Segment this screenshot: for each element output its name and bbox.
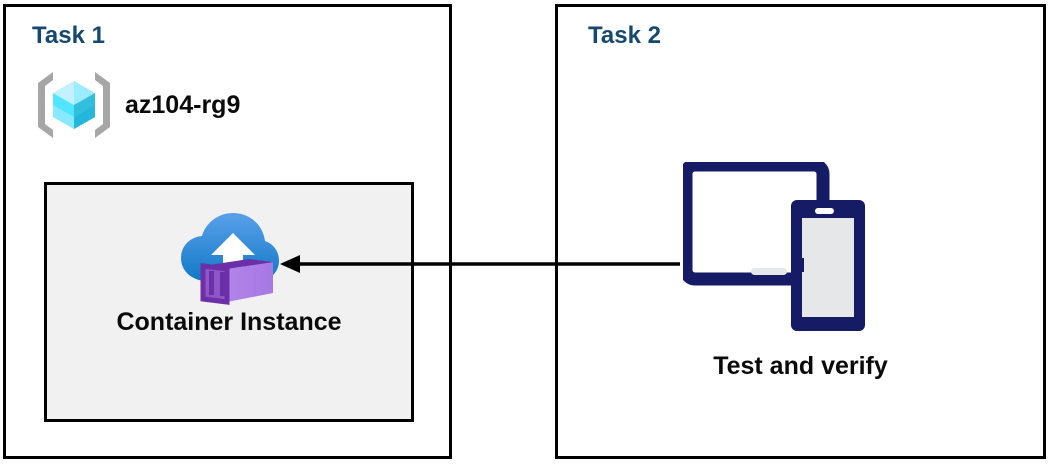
devices-label: Test and verify bbox=[713, 352, 888, 380]
container-instance-card: Container Instance bbox=[44, 182, 414, 422]
task1-title: Task 1 bbox=[32, 22, 105, 49]
task2-title: Task 2 bbox=[588, 22, 661, 49]
resource-group-row: az104-rg9 bbox=[33, 69, 240, 141]
container-instance-label: Container Instance bbox=[116, 308, 342, 336]
task-panel-task1: Task 1 bbox=[3, 4, 452, 459]
azure-resource-group-icon bbox=[33, 69, 115, 141]
resource-group-label: az104-rg9 bbox=[125, 90, 241, 119]
